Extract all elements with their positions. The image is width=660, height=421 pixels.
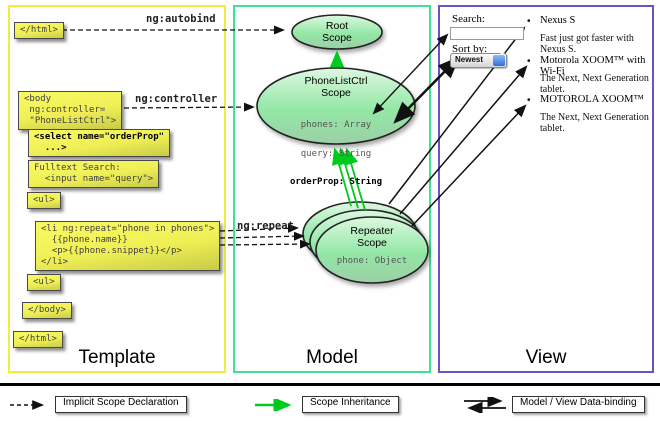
autobind-label: ng:autobind [146,13,216,25]
view-item-name: Nexus S [540,15,576,26]
dropdown-stepper-icon [493,52,505,75]
view-item-name: Motorola XOOM™ with Wi-Fi [540,55,646,77]
template-panel-title: Template [78,347,156,368]
code-body-close: </body> [22,302,72,319]
code-html-open: </html> [14,22,64,39]
code-select: <select name="orderProp" ...> [28,129,171,157]
model-panel-title: Model [306,347,358,368]
template-panel: Template [8,5,226,373]
inheritance-arrow-sample [255,399,292,411]
phonelistctrl-scope-label: PhoneListCtrl Scope [304,75,368,99]
bullet-icon: • [527,95,531,106]
legend-implicit-label: Implicit Scope Declaration [55,396,187,413]
databinding-arrow-sample [464,397,506,413]
code-ul-1: <ul> [27,192,61,209]
view-item-snippet: The Next, Next Generation tablet. [540,73,649,95]
phonelistctrl-scope-props: phones: Array query: String orderProp: S… [290,102,382,207]
root-scope-label: Root Scope [322,20,352,44]
prop-orderprop: orderProp: String [289,177,383,187]
code-fulltext: Fulltext Search: <input name="query"> [28,160,160,188]
view-item-name: MOTOROLA XOOM™ [540,94,644,105]
implicit-arrow-sample [10,400,45,410]
prop-phones: phones: Array [300,120,372,130]
legend-inheritance-label: Scope Inheritance [302,396,399,413]
view-item-snippet: The Next, Next Generation tablet. [540,112,649,134]
prop-phone: phone: Object [336,256,408,266]
search-label: Search: [452,13,485,25]
repeat-label: ng:repeat [237,220,294,232]
sort-dropdown-value: Newest [455,55,484,64]
bullet-icon: • [527,16,531,27]
code-body-open: <body ng:controller= "PhoneListCtrl"> [18,91,123,130]
view-panel-title: View [525,347,567,368]
controller-label: ng:controller [135,93,218,105]
prop-query: query: String [300,148,372,159]
legend-divider [0,383,660,386]
code-ul-2: <ul> [27,274,61,291]
code-html-close: </html> [13,331,63,348]
sort-label: Sort by: [452,43,488,55]
bullet-icon: • [527,56,531,67]
legend-databinding-label: Model / View Data-binding [512,396,645,413]
view-item-snippet: Fast just got faster with Nexus S. [540,33,634,55]
repeater-scope-label: Repeater Scope [350,225,394,249]
search-input[interactable] [450,27,524,40]
code-li-repeat: <li ng:repeat="phone in phones"> {{phone… [35,221,221,271]
sort-dropdown[interactable]: Newest [450,52,507,75]
